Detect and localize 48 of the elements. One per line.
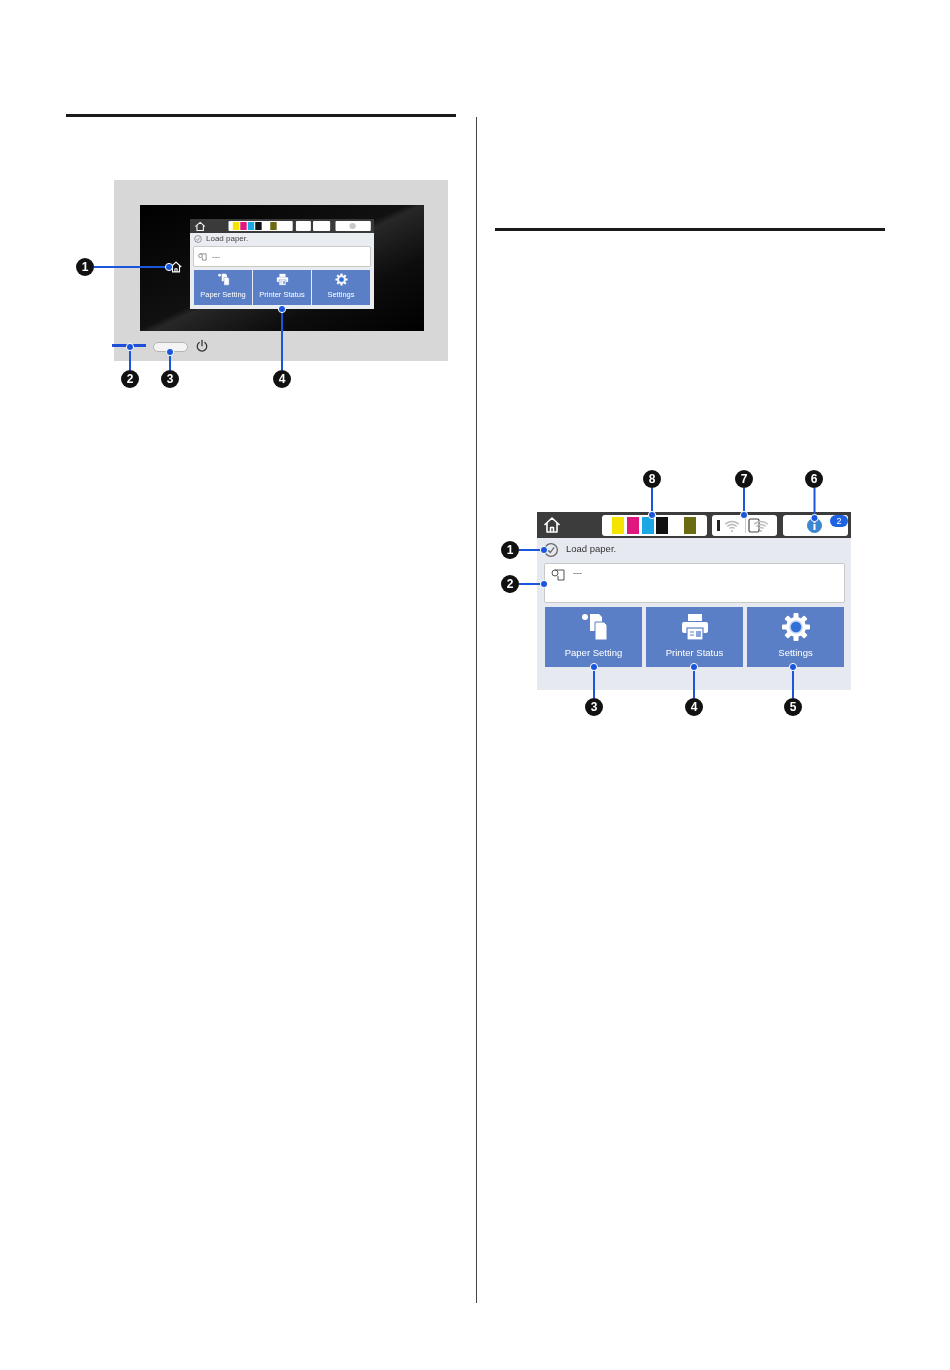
callout-number: 8 (643, 470, 661, 488)
leader-line (788, 662, 798, 699)
message-text: --- (212, 252, 220, 262)
leader-line (277, 304, 287, 371)
callout-number: 1 (76, 258, 94, 276)
info-panel (783, 515, 848, 536)
ink-level-panel (602, 515, 707, 536)
menu-tile (253, 270, 311, 305)
callout-number: 6 (805, 470, 823, 488)
leader-line (739, 487, 749, 520)
tile-label: Printer Status (665, 648, 724, 659)
leader-line (810, 487, 819, 523)
callout-number: 4 (273, 370, 291, 388)
count-badge: 2 (830, 515, 848, 527)
leader-line (589, 662, 599, 699)
menu-tile (312, 270, 370, 305)
tile-label: Settings (778, 648, 813, 659)
info-icon (807, 518, 822, 533)
tile-label: Paper Setting (564, 648, 623, 659)
menu-tile (646, 607, 743, 667)
menu-tile (545, 607, 642, 667)
leader-line (93, 262, 174, 272)
callout-number: 4 (685, 698, 703, 716)
network-status-panel (712, 515, 777, 536)
menu-tile (194, 270, 252, 305)
callout-number: 1 (501, 541, 519, 559)
callout-number: 3 (161, 370, 179, 388)
callout-number: 5 (784, 698, 802, 716)
callout-number: 3 (585, 698, 603, 716)
message-panel (544, 563, 845, 603)
status-icon (544, 543, 558, 557)
leader-line (647, 487, 657, 520)
callout-number: 2 (501, 575, 519, 593)
leader-line (165, 347, 175, 371)
leader-line (689, 662, 699, 699)
home-icon (169, 260, 183, 274)
callout-number: 7 (735, 470, 753, 488)
touch-screen (537, 512, 851, 690)
leader-line (518, 545, 549, 555)
touch-screen (190, 219, 374, 309)
callout-number: 2 (121, 370, 139, 388)
message-panel (193, 246, 371, 267)
status-text: Load paper. (566, 544, 617, 555)
indicator-light (112, 344, 146, 347)
message-text: --- (573, 568, 582, 579)
leader-line (125, 342, 135, 371)
leader-line (518, 579, 549, 589)
menu-tile (747, 607, 844, 667)
